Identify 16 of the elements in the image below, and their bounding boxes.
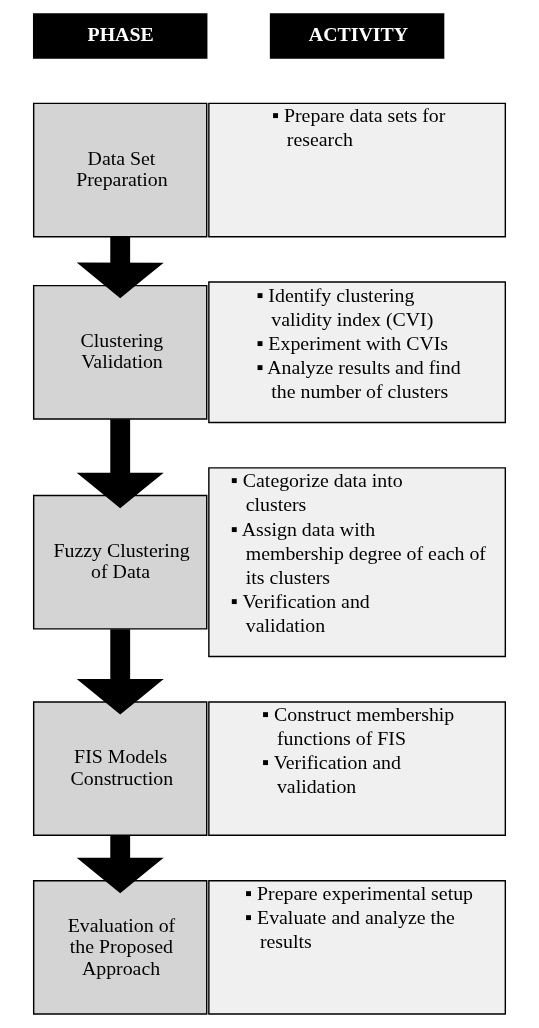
arrow [76, 236, 164, 299]
node-box: Evaluation of the Proposed Approach [32, 879, 208, 1015]
node-box: Fuzzy Clustering of Data [32, 494, 208, 630]
arrow [76, 835, 164, 894]
arrow [76, 629, 164, 715]
node-box: FIS Models Construction [32, 701, 208, 836]
node-box: Clustering Validation [32, 284, 208, 420]
arrow [76, 419, 164, 509]
node-box: ▪ Categorize data into clusters ▪ Assign data with membership degree of each of its clusters ▪ Verification and validation [208, 467, 507, 658]
node-box: ▪ Prepare data sets for research [208, 102, 507, 238]
node-box: ▪ Prepare experimental setup ▪ Evaluate and analyze the results [208, 879, 507, 1015]
node-box: ▪ Construct membership functions of FIS ▪ Verification and validation [208, 701, 507, 836]
node-box: ACTIVITY [269, 13, 445, 59]
node-box: Data Set Preparation [32, 102, 208, 238]
node-box: PHASE [32, 13, 208, 59]
node-box: ▪ Identify clustering validity index (CVI) ▪ Experiment with CVIs ▪ Analyze results and find the number of clusters [208, 281, 507, 424]
